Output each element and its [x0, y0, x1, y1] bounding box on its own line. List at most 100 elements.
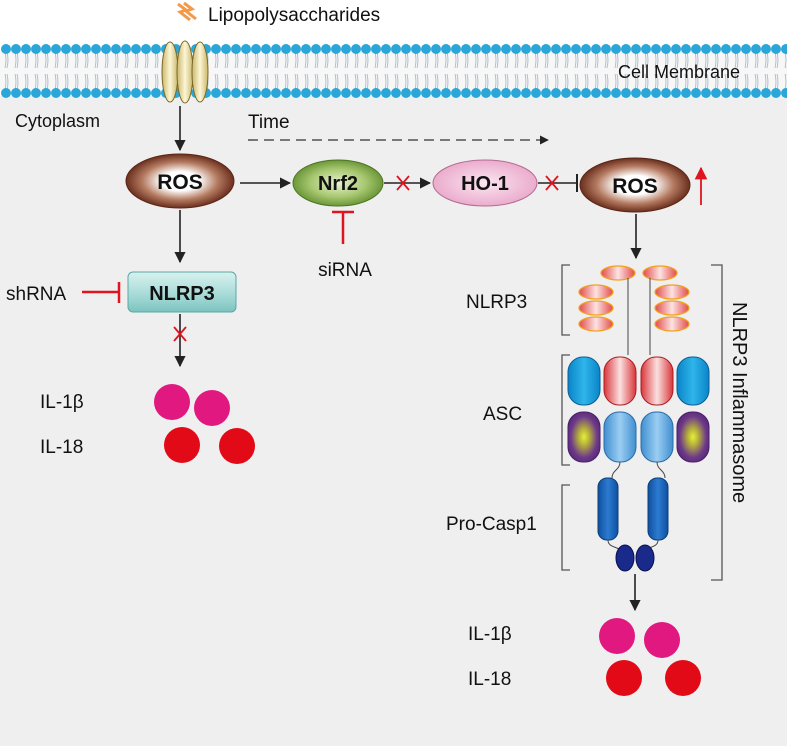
- lipid-head: [771, 44, 781, 54]
- lipid-head: [671, 88, 681, 98]
- procasp1-bracket: [561, 484, 570, 571]
- lipid-head: [321, 44, 331, 54]
- lipid-head: [471, 88, 481, 98]
- lipid-head: [391, 88, 401, 98]
- lipid-head: [741, 88, 751, 98]
- lipid-head: [691, 88, 701, 98]
- lipid-head: [611, 88, 621, 98]
- lipid-head: [491, 44, 501, 54]
- lipid-head: [61, 44, 71, 54]
- lipid-head: [631, 44, 641, 54]
- il18-right-label: IL-18: [468, 669, 511, 690]
- lipid-head: [241, 44, 251, 54]
- blocked-x-icon: [173, 326, 187, 342]
- blocked-x-icon: [396, 175, 410, 191]
- lipid-head: [261, 44, 271, 54]
- asc-structure: [567, 356, 710, 479]
- il1b-molecule: [154, 384, 190, 420]
- lipid-head: [111, 44, 121, 54]
- sirna-label: siRNA: [318, 260, 372, 281]
- lipid-head: [561, 44, 571, 54]
- lipid-head: [51, 88, 61, 98]
- lipid-head: [31, 88, 41, 98]
- lipid-head: [571, 44, 581, 54]
- lipid-head: [311, 88, 321, 98]
- lipid-head: [441, 88, 451, 98]
- lipid-head: [301, 88, 311, 98]
- lipid-head: [101, 88, 111, 98]
- lipid-head: [661, 88, 671, 98]
- lipid-head: [751, 88, 761, 98]
- lipid-head: [761, 88, 771, 98]
- lipid-head: [31, 44, 41, 54]
- lipid-head: [771, 88, 781, 98]
- sirna-inhibit-icon: [332, 210, 354, 244]
- lipid-head: [361, 88, 371, 98]
- lipid-head: [741, 44, 751, 54]
- lipid-head: [381, 88, 391, 98]
- lipid-head: [461, 88, 471, 98]
- lipid-head: [611, 44, 621, 54]
- lipid-head: [591, 44, 601, 54]
- lipid-head: [211, 88, 221, 98]
- lipid-head: [81, 44, 91, 54]
- lipid-head: [351, 88, 361, 98]
- lipid-head: [261, 88, 271, 98]
- lipid-head: [591, 88, 601, 98]
- time-label: Time: [248, 112, 290, 133]
- lipid-head: [81, 88, 91, 98]
- lipid-head: [541, 88, 551, 98]
- lipid-head: [731, 44, 741, 54]
- lipid-head: [121, 88, 131, 98]
- nlrp3-right-label: NLRP3: [466, 292, 527, 313]
- lipid-head: [451, 88, 461, 98]
- tlr-receptor-icon: [161, 40, 209, 104]
- lipid-head: [371, 88, 381, 98]
- nrf2-node: Nrf2: [292, 159, 384, 207]
- lipid-head: [461, 44, 471, 54]
- lipid-head: [651, 44, 661, 54]
- lipid-head: [531, 88, 541, 98]
- lipid-head: [661, 44, 671, 54]
- lipid-head: [371, 44, 381, 54]
- ros-left-label: ROS: [157, 171, 203, 194]
- lipid-head: [601, 44, 611, 54]
- asc-bracket: [561, 354, 570, 466]
- lipid-head: [241, 88, 251, 98]
- lipid-head: [441, 44, 451, 54]
- lipid-head: [141, 88, 151, 98]
- lipid-head: [621, 44, 631, 54]
- blocked-x-icon: [545, 175, 559, 191]
- membrane-label: Cell Membrane: [618, 62, 740, 82]
- lipid-head: [721, 88, 731, 98]
- lipid-head: [101, 44, 111, 54]
- il1b-left-label: IL-1β: [40, 392, 84, 413]
- lipid-head: [391, 44, 401, 54]
- lipid-head: [561, 88, 571, 98]
- lipid-head: [131, 44, 141, 54]
- lipid-head: [271, 44, 281, 54]
- il18-molecule: [606, 660, 642, 696]
- il1b-molecule: [194, 390, 230, 426]
- nlrp3-box: NLRP3: [127, 271, 237, 313]
- lipid-head: [451, 44, 461, 54]
- cell-membrane: [0, 44, 787, 98]
- lps-label: Lipopolysaccharides: [208, 5, 380, 26]
- lipid-head: [581, 44, 591, 54]
- lipid-head: [141, 44, 151, 54]
- procasp1-structure: [597, 477, 669, 572]
- lipid-head: [521, 44, 531, 54]
- il1b-molecule: [644, 622, 680, 658]
- lipid-head: [311, 44, 321, 54]
- lipid-head: [41, 44, 51, 54]
- lipid-head: [301, 44, 311, 54]
- lipid-head: [21, 44, 31, 54]
- lipid-head: [231, 44, 241, 54]
- lipid-head: [431, 88, 441, 98]
- lipid-head: [111, 88, 121, 98]
- lipid-head: [51, 44, 61, 54]
- lipid-head: [601, 88, 611, 98]
- asc-label: ASC: [483, 404, 522, 425]
- lipid-head: [761, 44, 771, 54]
- ho1-node: HO-1: [432, 159, 538, 207]
